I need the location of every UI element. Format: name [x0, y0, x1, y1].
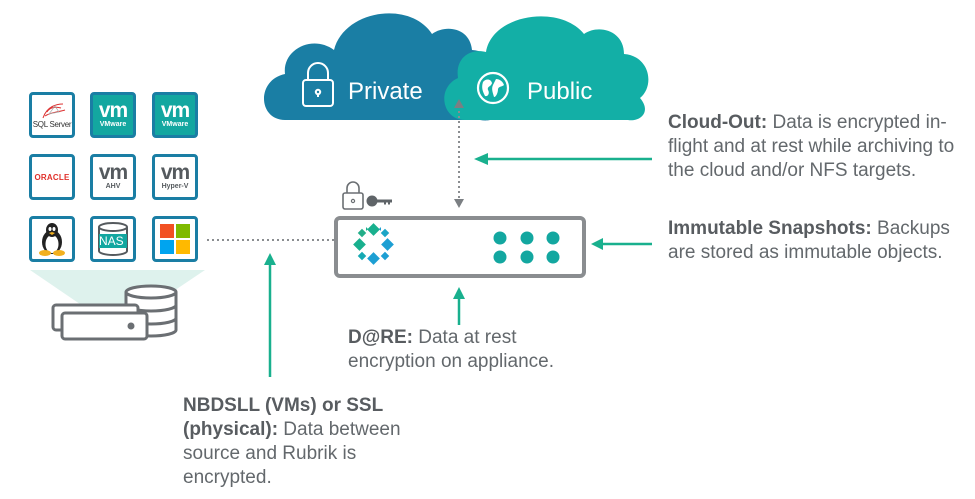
source-spotlight [30, 270, 205, 315]
nbdsll-title-2: (physical): [183, 419, 279, 440]
immutable-text: are stored as immutable objects. [668, 242, 943, 263]
sql-server-icon [42, 103, 66, 118]
immutable-annotation: Immutable Snapshots: Backups are stored … [668, 217, 950, 265]
source-tile-vmware-2: vm VMware [152, 92, 198, 138]
vm-logo-icon: vm [160, 98, 190, 122]
cloud-appliance-link [454, 99, 464, 208]
cloud-out-title: Cloud-Out: [668, 112, 768, 133]
nas-label: NAS [99, 234, 124, 248]
dare-annotation: D@RE: Data at rest encryption on applian… [348, 326, 554, 374]
dare-arrow [453, 287, 465, 325]
source-tile-oracle: ORACLE [29, 154, 75, 200]
private-cloud-label: Private [348, 78, 423, 105]
lock-icon [302, 62, 334, 107]
lock-key-icon [342, 181, 392, 210]
cloud-out-text: the cloud and/or NFS targets. [668, 160, 917, 181]
dare-text: encryption on appliance. [348, 351, 554, 372]
tile-label: Hyper-V [161, 182, 189, 190]
immutable-text: Backups [871, 218, 950, 239]
private-cloud [263, 13, 502, 121]
vm-logo-icon: vm [160, 160, 190, 184]
tile-label: VMware [161, 120, 189, 128]
server-storage-icon [51, 284, 178, 341]
rubrik-logo-icon [353, 223, 394, 265]
source-tile-hyper-v: vm Hyper-V [152, 154, 198, 200]
tile-label: AHV [105, 182, 121, 190]
source-tile-linux [29, 216, 75, 262]
tile-label: VMware [99, 120, 127, 128]
source-tile-nas: NAS [90, 216, 136, 262]
nbdsll-annotation: NBDSLL (VMs) or SSL (physical): Data bet… [183, 394, 401, 490]
globe-icon [476, 71, 510, 105]
source-tile-sql-server: SQL Server [29, 92, 75, 138]
rubrik-appliance [334, 216, 586, 278]
sql-server-logo-text: SQL Server [32, 119, 72, 129]
immutable-arrow [591, 238, 652, 250]
dare-text: Data at rest [412, 327, 517, 348]
nbdsll-text: Data between [278, 419, 401, 440]
cloud-out-annotation: Cloud-Out: Data is encrypted in- flight … [668, 111, 954, 183]
public-cloud-label: Public [527, 78, 593, 105]
source-tile-ahv: vm AHV [90, 154, 136, 200]
nas-icon [98, 222, 128, 256]
vm-logo-icon: vm [98, 160, 128, 184]
dare-title: D@RE: [348, 327, 413, 348]
nbdsll-text: source and Rubrik is [183, 443, 357, 464]
source-tile-windows [152, 216, 198, 262]
windows-logo-icon [160, 224, 190, 254]
vm-logo-icon: vm [98, 98, 128, 122]
linux-penguin-icon [39, 223, 65, 256]
cloud-out-text: flight and at rest while archiving to [668, 136, 955, 157]
source-tile-vmware-1: vm VMware [90, 92, 136, 138]
cloud-out-text: Data is encrypted in- [767, 112, 947, 133]
nbdsll-title: NBDSLL (VMs) or SSL [183, 395, 384, 416]
nbdsll-arrow [264, 253, 276, 377]
immutable-title: Immutable Snapshots: [668, 218, 872, 239]
oracle-logo-text: ORACLE [34, 172, 70, 182]
nbdsll-text: encrypted. [183, 467, 272, 488]
cloud-out-arrow [474, 153, 652, 165]
status-lights [493, 231, 560, 264]
